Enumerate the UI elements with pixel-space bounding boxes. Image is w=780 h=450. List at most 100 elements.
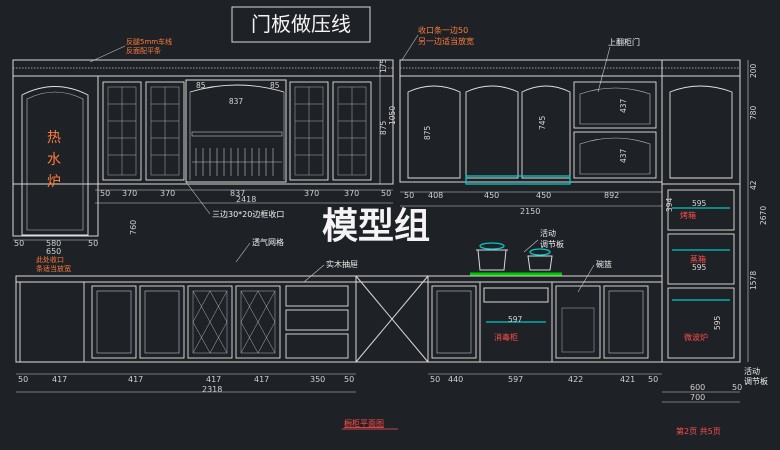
note-backleg: 反腿5mm车线 bbox=[126, 37, 172, 46]
dish-rack: 837 85 85 bbox=[185, 79, 287, 183]
rack-width: 837 bbox=[229, 97, 244, 106]
dim-875: 875 bbox=[379, 120, 388, 135]
dim-ur-450a: 450 bbox=[484, 191, 499, 200]
note-bowl: 碗篮 bbox=[596, 259, 612, 269]
countertop-left bbox=[15, 275, 429, 283]
dim-left-50: 50 bbox=[100, 189, 110, 198]
note-frame: 三边30*20边框收口 bbox=[212, 209, 284, 219]
note-adjust-b1: 活动 bbox=[744, 366, 760, 376]
drawing-title: 门板做压线 bbox=[251, 12, 351, 36]
note-drawer: 实木抽屉 bbox=[326, 259, 358, 269]
dim-ur-408: 408 bbox=[428, 191, 443, 200]
dim-t-700: 700 bbox=[690, 393, 705, 402]
dim-d-597: 597 bbox=[508, 315, 523, 324]
dim-h-50b: 50 bbox=[88, 239, 98, 248]
dim-l-350: 350 bbox=[310, 375, 325, 384]
watermark: 模型组 bbox=[322, 206, 430, 247]
dim-t-2670: 2670 bbox=[759, 206, 768, 225]
dim-r-437a: 437 bbox=[619, 98, 628, 113]
dim-h-580: 580 bbox=[46, 239, 61, 248]
lower-left-doors bbox=[91, 285, 349, 359]
note-backpanel: 反面配平条 bbox=[126, 46, 161, 55]
rack-85-left: 85 bbox=[196, 81, 206, 90]
tall-lower bbox=[661, 183, 741, 363]
dim-u-370-2: 370 bbox=[160, 189, 175, 198]
heater-char-2: 水 bbox=[47, 152, 61, 168]
dishwasher bbox=[479, 281, 553, 363]
dim-u-837: 837 bbox=[230, 189, 245, 198]
dim-r-440: 440 bbox=[448, 375, 463, 384]
dim-l-417c: 417 bbox=[206, 375, 221, 384]
label-oven3: 微波炉 bbox=[684, 332, 708, 342]
note-adjust-1: 活动 bbox=[540, 228, 556, 238]
cookware bbox=[470, 242, 562, 276]
heater-char-1: 热 bbox=[47, 130, 61, 146]
label-dishwasher: 消毒柜 bbox=[494, 332, 518, 342]
rack-85-right: 85 bbox=[270, 81, 280, 90]
note-flip-door: 上翻柜门 bbox=[608, 37, 640, 47]
note-trim-2: 另一边适当放宽 bbox=[418, 36, 474, 46]
dim-ur-total: 2150 bbox=[520, 207, 540, 216]
title-box bbox=[231, 6, 371, 43]
dim-r-437b: 437 bbox=[619, 148, 628, 163]
note-adjust-b2: 调节板 bbox=[744, 376, 768, 386]
dim-u-total: 2418 bbox=[236, 195, 256, 204]
note-closure-1: 此处收口 bbox=[36, 255, 64, 264]
dim-t-1578: 1578 bbox=[749, 271, 758, 290]
dim-r-50a: 50 bbox=[430, 375, 440, 384]
dim-h-50: 50 bbox=[14, 239, 24, 248]
dim-t-394: 394 bbox=[665, 197, 674, 212]
dim-r-50b: 50 bbox=[648, 375, 658, 384]
dim-r-421: 421 bbox=[620, 375, 635, 384]
dim-r-422: 422 bbox=[568, 375, 583, 384]
dim-l-total: 2318 bbox=[202, 385, 222, 394]
range-hood bbox=[465, 175, 571, 185]
dim-l-417a: 417 bbox=[52, 375, 67, 384]
note-adjust-2: 调节板 bbox=[540, 239, 564, 249]
dim-l-50a: 50 bbox=[18, 375, 28, 384]
dim-1050: 1050 bbox=[388, 106, 397, 125]
dim-t-42: 42 bbox=[749, 180, 758, 190]
dim-ur-50: 50 bbox=[404, 191, 414, 200]
countertop-right bbox=[427, 275, 663, 283]
page-info: 第2页 共5页 bbox=[676, 426, 721, 436]
dim-t-595c: 595 bbox=[713, 315, 722, 330]
dim-r-745: 745 bbox=[538, 115, 547, 130]
dim-t-780: 780 bbox=[749, 105, 758, 120]
label-oven1: 烤箱 bbox=[680, 210, 696, 220]
dim-t-200: 200 bbox=[749, 63, 758, 78]
dim-r-875: 875 bbox=[423, 125, 432, 140]
dim-l-50b: 50 bbox=[344, 375, 354, 384]
dim-l-417b: 417 bbox=[128, 375, 143, 384]
glass-doors-left bbox=[102, 81, 185, 181]
dim-t-595a: 595 bbox=[692, 199, 707, 208]
dim-h-650: 650 bbox=[46, 247, 61, 256]
lower-left-body bbox=[15, 281, 357, 363]
label-oven2: 蒸箱 bbox=[690, 254, 706, 264]
dim-t-595b: 595 bbox=[692, 263, 707, 272]
dim-ur-450b: 450 bbox=[536, 191, 551, 200]
dim-u-370-4: 370 bbox=[344, 189, 359, 198]
note-vent: 透气网格 bbox=[252, 237, 284, 247]
upper-right-doors: 875 745 437 437 bbox=[407, 81, 657, 179]
heater-char-3: 炉 bbox=[47, 174, 61, 190]
dim-right-50: 50 bbox=[381, 189, 391, 198]
dim-u-370-3: 370 bbox=[304, 189, 319, 198]
dim-760: 760 bbox=[129, 220, 138, 235]
upper-body-right bbox=[399, 75, 663, 183]
plan-title: 橱柜平面图 bbox=[344, 418, 384, 428]
dim-u-370-1: 370 bbox=[122, 189, 137, 198]
dim-l-417d: 417 bbox=[254, 375, 269, 384]
dim-r-597: 597 bbox=[508, 375, 523, 384]
dim-t-50: 50 bbox=[732, 383, 742, 392]
glass-doors-right bbox=[289, 81, 372, 181]
dim-175: 175 bbox=[379, 58, 388, 73]
dim-t-600: 600 bbox=[690, 383, 705, 392]
heater-cabinet bbox=[12, 75, 99, 237]
note-closure-2: 条适当放宽 bbox=[36, 264, 71, 273]
dim-ur-892: 892 bbox=[604, 191, 619, 200]
note-trim-1: 收口条一边50 bbox=[418, 25, 468, 35]
tall-upper bbox=[661, 75, 741, 185]
